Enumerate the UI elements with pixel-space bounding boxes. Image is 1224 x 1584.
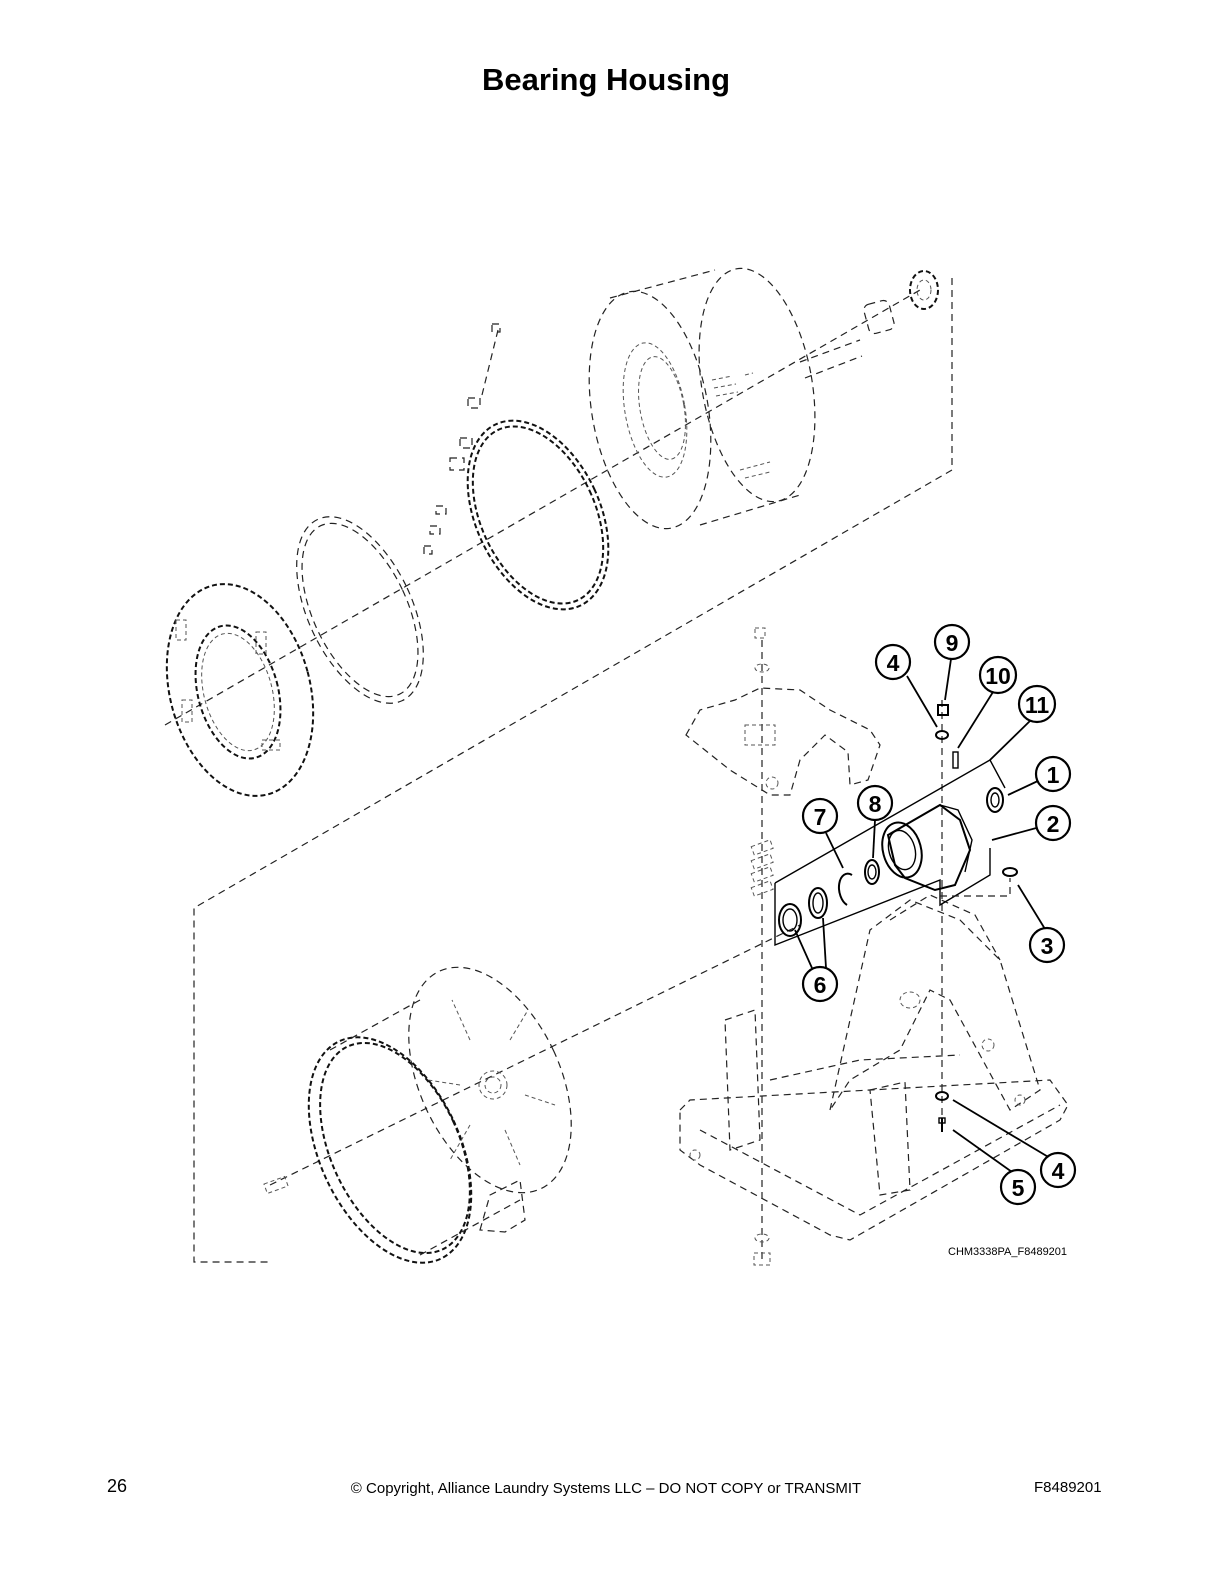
front-panel — [165, 583, 315, 797]
callout-label: 5 — [1012, 1175, 1025, 1201]
callout-label: 2 — [1047, 811, 1060, 837]
page-number: 26 — [107, 1476, 128, 1496]
machine-frame — [679, 894, 1069, 1241]
reference-lines — [164, 278, 953, 1263]
leader-lines — [794, 658, 1051, 1173]
callout-bubble: 9 — [933, 623, 971, 661]
callout-bubble: 1 — [1034, 755, 1072, 793]
callout-bubble: 4 — [1039, 1151, 1077, 1189]
callout-label: 4 — [887, 650, 900, 676]
basket-drum — [588, 267, 939, 530]
callout-label: 7 — [814, 804, 827, 830]
callout-bubble: 10 — [978, 655, 1018, 695]
callout-label: 4 — [1052, 1158, 1065, 1184]
callout-bubble: 8 — [856, 784, 894, 822]
callout-label: 3 — [1041, 933, 1054, 959]
callout-label: 6 — [814, 972, 827, 998]
callout-label: 10 — [985, 663, 1011, 689]
document-number: F8489201 — [1034, 1479, 1102, 1496]
callout-label: 1 — [1047, 762, 1060, 788]
callout-bubble: 5 — [999, 1168, 1037, 1206]
callout-label: 11 — [1025, 692, 1050, 718]
clamp-band — [423, 323, 610, 611]
page-title: Bearing Housing — [481, 62, 730, 97]
gasket-ring — [296, 516, 424, 704]
callout-bubble: 3 — [1028, 926, 1066, 964]
drawing-id: CHM3338PA_F8489201 — [948, 1246, 1068, 1258]
tub-support-bracket — [685, 627, 881, 796]
callout-label: 8 — [869, 791, 882, 817]
callout-label: 9 — [946, 630, 959, 656]
vertical-fasteners — [750, 839, 774, 1266]
callout-bubble: 4 — [874, 643, 912, 681]
callout-bubble: 7 — [801, 797, 839, 835]
bearing-housing-assembly — [774, 704, 1018, 1132]
outer-tub — [263, 966, 572, 1264]
callout-bubble: 6 — [801, 965, 839, 1003]
callout-bubble: 11 — [1017, 684, 1057, 724]
copyright-notice: © Copyright, Alliance Laundry Systems LL… — [350, 1480, 862, 1497]
callout-bubble: 2 — [1034, 804, 1072, 842]
